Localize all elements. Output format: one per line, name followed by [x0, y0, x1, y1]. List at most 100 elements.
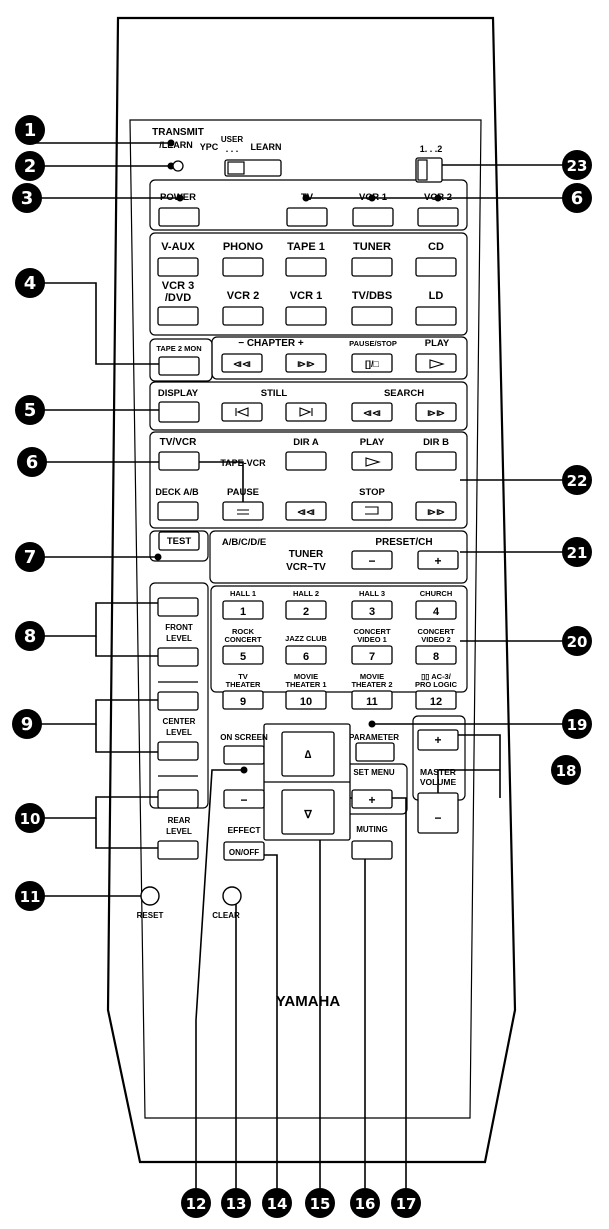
vcr2-label: VCR 2	[424, 192, 452, 203]
dsp-button-8[interactable]	[415, 645, 457, 665]
chapter-prev-button[interactable]	[221, 353, 263, 373]
callout-circle-19	[562, 709, 592, 739]
preset-minus-button[interactable]	[351, 550, 393, 570]
disc-play-label: PLAY	[425, 338, 450, 349]
stop-button[interactable]	[351, 501, 393, 521]
dsp-number-1: 1	[240, 606, 246, 618]
source-button-cd[interactable]	[415, 257, 457, 277]
reset-button[interactable]	[140, 886, 160, 906]
volume-down-button[interactable]	[417, 792, 459, 834]
muting-button[interactable]	[351, 840, 393, 860]
chapter-label: − CHAPTER +	[238, 338, 304, 349]
mode-switch-knob[interactable]	[227, 161, 245, 175]
dsp-number-10: 10	[300, 696, 312, 708]
cursor-up-button[interactable]	[281, 731, 335, 777]
preset-plus-button[interactable]	[417, 550, 459, 570]
rewind-button[interactable]	[285, 501, 327, 521]
callout-number-10: 10	[20, 810, 41, 828]
callout-number-13: 13	[226, 1195, 247, 1213]
source-label-2: TAPE 1	[287, 241, 325, 253]
preset-ch-label: PRESET/CH	[375, 537, 432, 548]
callout-number-2: 3	[21, 188, 34, 209]
source-button-v-aux[interactable]	[157, 257, 199, 277]
clear-button[interactable]	[222, 886, 242, 906]
test-button[interactable]	[158, 531, 200, 551]
dsp-button-6[interactable]	[285, 645, 327, 665]
source2-button-tv-dbs[interactable]	[351, 306, 393, 326]
dsp-button-9[interactable]	[222, 690, 264, 710]
source2-button-vcr-2[interactable]	[222, 306, 264, 326]
pause-icon	[237, 509, 249, 515]
callout-number-14: 14	[267, 1195, 288, 1213]
on-off-label: ON/OFF	[229, 848, 259, 857]
dsp-button-11[interactable]	[351, 690, 393, 710]
mode-dots: . . .	[226, 144, 239, 154]
rear-level-up-button[interactable]	[157, 789, 199, 809]
cursor-right-button[interactable]	[351, 789, 393, 809]
parameter-button[interactable]	[355, 742, 395, 762]
dsp-number-5: 5	[240, 651, 246, 663]
dsp-label-9b: THEATER 1	[285, 680, 326, 689]
center-level-down-button[interactable]	[157, 741, 199, 761]
source-button-tape-1[interactable]	[285, 257, 327, 277]
tv-button[interactable]	[286, 207, 328, 227]
source2-button-ld[interactable]	[415, 306, 457, 326]
deck-ab-button[interactable]	[157, 501, 199, 521]
on-screen-button[interactable]	[223, 745, 265, 765]
still-back-button[interactable]	[221, 402, 263, 422]
dsp-button-1[interactable]	[222, 600, 264, 620]
center-level-up-button[interactable]	[157, 691, 199, 711]
volume-up-button[interactable]	[417, 729, 459, 751]
tape2mon-button[interactable]	[158, 356, 200, 376]
tv-vcr-button[interactable]	[158, 451, 200, 471]
power-button[interactable]	[158, 207, 200, 227]
source-label2-0b: /DVD	[165, 292, 191, 304]
source2-button-vcr-3-dvd[interactable]	[157, 306, 199, 326]
vcr2-button[interactable]	[417, 207, 459, 227]
still-forward-button[interactable]	[285, 402, 327, 422]
dsp-button-7[interactable]	[351, 645, 393, 665]
source2-button-vcr-1[interactable]	[285, 306, 327, 326]
front-level-up-button[interactable]	[157, 597, 199, 617]
source-button-tuner[interactable]	[351, 257, 393, 277]
cursor-down-button[interactable]	[281, 789, 335, 835]
chapter-next-button[interactable]	[285, 353, 327, 373]
callout-circle-5	[562, 183, 592, 213]
callout-circle-21	[562, 537, 592, 567]
reset-label: RESET	[137, 911, 164, 920]
dsp-label-11a: ▯▯ AC-3/	[421, 672, 452, 681]
dsp-label-9a: MOVIE	[294, 672, 318, 681]
callout-number-7: 7	[24, 547, 37, 568]
display-button[interactable]	[158, 401, 200, 423]
deck-play-button[interactable]	[351, 451, 393, 471]
source-label-4: CD	[428, 241, 444, 253]
disc-play-button[interactable]	[415, 353, 457, 373]
effect-on-off-button[interactable]	[223, 841, 265, 861]
pause-stop-button[interactable]	[351, 353, 393, 373]
dir-b-label: DIR B	[423, 437, 449, 448]
dsp-button-5[interactable]	[222, 645, 264, 665]
dsp-button-4[interactable]	[415, 600, 457, 620]
search-back-button[interactable]	[351, 402, 393, 422]
search-forward-button[interactable]	[415, 402, 457, 422]
set-switch-knob[interactable]	[417, 159, 428, 181]
front-level-down-button[interactable]	[157, 647, 199, 667]
parameter-label: PARAMETER	[349, 733, 399, 742]
rear-level-down-button[interactable]	[157, 840, 199, 860]
pause-button[interactable]	[222, 501, 264, 521]
panel-source-inputs	[149, 232, 468, 336]
dsp-button-10[interactable]	[285, 690, 327, 710]
leader-dot-6	[368, 194, 376, 202]
dir-a-button[interactable]	[285, 451, 327, 471]
ffwd-button[interactable]	[415, 501, 457, 521]
cursor-left-button[interactable]	[223, 789, 265, 809]
dsp-button-12[interactable]	[415, 690, 457, 710]
vcr1-button[interactable]	[352, 207, 394, 227]
switch2-label: 1. . .2	[420, 144, 443, 154]
callout-circle-8	[15, 621, 45, 651]
dsp-button-3[interactable]	[351, 600, 393, 620]
source-label2-3: TV/DBS	[352, 290, 392, 302]
dsp-button-2[interactable]	[285, 600, 327, 620]
dir-b-button[interactable]	[415, 451, 457, 471]
source-button-phono[interactable]	[222, 257, 264, 277]
